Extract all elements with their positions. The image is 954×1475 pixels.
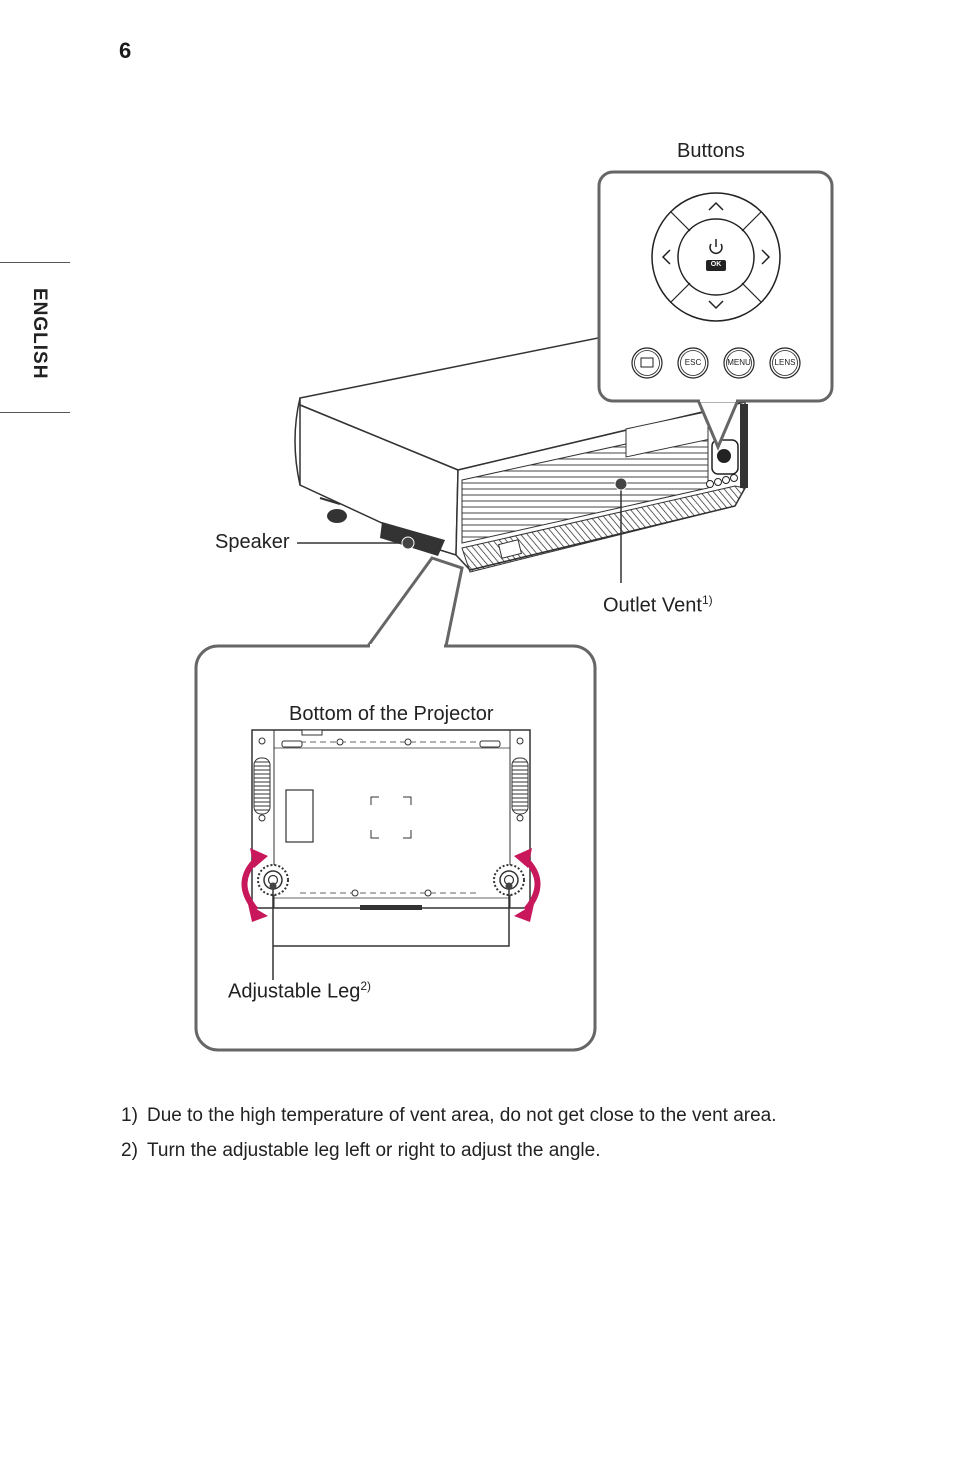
tab-rule-top [0,262,70,263]
language-tab-label: ENGLISH [29,288,50,380]
footnote-number: 1) [121,1104,138,1126]
footnote-item: 2) Turn the adjustable leg left or right… [121,1133,881,1168]
left-arrow-icon [661,249,671,265]
right-arrow-icon [761,249,771,265]
bottom-callout [194,556,597,1052]
adjustable-leg-footnote-ref: 2) [360,979,371,993]
tab-rule-bottom [0,412,70,413]
adjustable-leg-label: Adjustable Leg2) [228,979,371,1004]
outlet-vent-label: Outlet Vent1) [603,593,713,618]
footnote-text: Due to the high temperature of vent area… [147,1104,777,1126]
language-tab: ENGLISH [0,262,70,413]
footnote-number: 2) [121,1139,138,1161]
esc-button-label: ESC [684,358,702,367]
buttons-callout [597,170,834,451]
speaker-label: Speaker [215,531,290,553]
bottom-title-label: Bottom of the Projector [289,703,494,725]
power-icon [709,243,723,254]
outlet-vent-text: Outlet Vent [603,594,702,617]
outlet-vent-footnote-ref: 1) [701,593,713,607]
footnotes: 1) Due to the high temperature of vent a… [121,1098,881,1168]
projector-figure [194,170,834,1052]
adjustable-leg-right [493,864,525,896]
ok-button-label: OK [710,261,722,268]
input-source-icon [640,357,654,368]
rotate-arrow-right-icon [514,848,541,922]
up-arrow-icon [708,201,724,211]
footnote-item: 1) Due to the high temperature of vent a… [121,1098,881,1133]
lens-button-label: LENS [774,358,796,367]
adjustable-leg-text: Adjustable Leg [228,980,361,1003]
buttons-label: Buttons [677,140,745,162]
menu-button-label: MENU [727,358,751,367]
footnote-text: Turn the adjustable leg left or right to… [147,1139,601,1161]
down-arrow-icon [708,300,724,310]
page-number: 6 [119,38,132,63]
rotate-arrow-left-icon [241,848,268,922]
